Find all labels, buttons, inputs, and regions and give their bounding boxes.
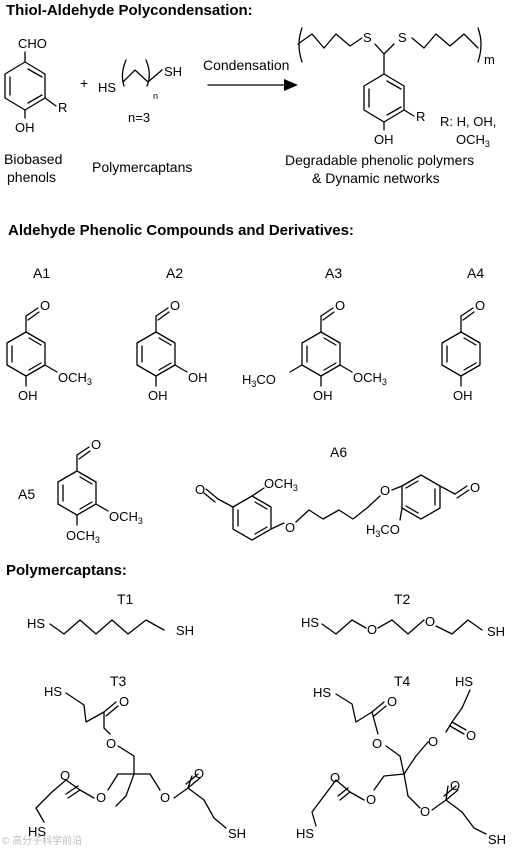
oh-label: OH	[15, 120, 35, 135]
thiol-t4-carbonyl-o-3: O	[330, 770, 340, 785]
thiol-t3-ester-o-right: O	[160, 790, 170, 805]
compound-a3-methoxy-left: H3CO	[242, 372, 276, 389]
thiol-t2-oxygen-1: O	[367, 622, 377, 637]
thiol-t3-carbonyl-o-right: O	[194, 766, 204, 781]
compound-a5-methoxy-para: OCH3	[66, 528, 100, 545]
thiol-t3-carbonyl-o-top: O	[119, 694, 129, 709]
thiol-t1-hs: HS	[27, 616, 45, 631]
thiol-t4-hs-bottom: HS	[296, 826, 314, 841]
thiol-t4-ester-o-2: O	[428, 734, 438, 749]
heading-polycondensation: Thiol-Aldehyde Polycondensation:	[6, 2, 253, 19]
compound-a2-hydroxyl-meta: OH	[188, 370, 208, 385]
thiol-t1-label: T1	[117, 591, 134, 607]
compound-a5-label: A5	[18, 486, 35, 502]
compound-a2-oxygen: O	[170, 298, 180, 313]
thiol-t3-carbonyl-o-left: O	[60, 768, 70, 783]
compound-a4: A4 O OH	[441, 265, 485, 403]
n-value: n=3	[128, 110, 150, 125]
thiol-t4-label: T4	[394, 673, 411, 689]
reaction-arrow: Condensation	[203, 57, 298, 91]
product-name-line2: & Dynamic networks	[312, 170, 440, 186]
reactant1-name-line2: phenols	[7, 169, 56, 185]
thiol-t4-ester-o-1: O	[372, 736, 382, 751]
compound-a1-hydroxyl: OH	[18, 388, 38, 403]
reactant-dithiol: HS n SH n=3	[98, 59, 182, 125]
compound-a6: A6 O OCH3 O O O H3CO	[195, 444, 480, 541]
compound-a6-oxygen-left: O	[195, 482, 205, 497]
thiol-t4-carbonyl-o-1: O	[387, 694, 397, 709]
thiol-t3-ester-o-left: O	[96, 790, 106, 805]
plus-sign: +	[80, 75, 88, 91]
reactant2-name: Polymercaptans	[92, 159, 192, 175]
product-name-line1: Degradable phenolic polymers	[285, 152, 474, 168]
compound-a3: A3 O OCH3 H3CO OH	[242, 265, 387, 403]
thiol-t3-hs-top: HS	[44, 684, 62, 699]
compound-a5-methoxy-meta: OCH3	[109, 509, 143, 526]
r-definition-line2: OCH3	[456, 132, 490, 149]
compound-a3-label: A3	[325, 265, 342, 281]
thiol-t2-sh: SH	[487, 624, 505, 639]
r-label: R	[58, 100, 67, 115]
hs-label: HS	[98, 80, 116, 95]
compound-a5-oxygen: O	[91, 437, 101, 452]
thiol-t4-hs-topright: HS	[455, 674, 473, 689]
thiol-t4-sh: SH	[488, 832, 506, 847]
compound-a5: A5 O OCH3 OCH3	[18, 437, 143, 545]
compound-a6-ether-oxygen-right: O	[380, 483, 390, 498]
compound-a1-oxygen: O	[40, 298, 50, 313]
compound-a2-label: A2	[166, 265, 183, 281]
thiol-t3: T3 HS O O O O HS O O SH	[28, 673, 246, 841]
compound-a2: A2 O OH OH	[136, 265, 208, 403]
thiol-t2-oxygen-2: O	[425, 614, 435, 629]
compound-a1: A1 O OCH3 OH	[6, 265, 92, 403]
compound-a4-hydroxyl: OH	[453, 388, 473, 403]
watermark: © 高分子科学前沿	[2, 836, 83, 847]
thiol-t4-ester-o-3: O	[366, 792, 376, 807]
thiol-t3-hs-bottom: HS	[28, 824, 46, 839]
reactant1-name-line1: Biobased	[4, 151, 62, 167]
thiol-t4-ester-o-4: O	[420, 804, 430, 819]
heading-aldehydes: Aldehyde Phenolic Compounds and Derivati…	[8, 222, 354, 239]
product-r-label: R	[416, 109, 425, 124]
m-subscript: m	[484, 52, 495, 67]
product-oh-label: OH	[374, 132, 394, 147]
sulfur-label-1: S	[363, 30, 372, 45]
sh-label: SH	[164, 64, 182, 79]
compound-a3-hydroxyl: OH	[313, 388, 333, 403]
product-polymer: S S m R OH R: H, OH, OCH3	[297, 27, 496, 149]
thiol-t3-sh: SH	[228, 826, 246, 841]
compound-a1-methoxy: OCH3	[58, 370, 92, 387]
thiol-t4-hs-topleft: HS	[313, 685, 331, 700]
thiol-t3-ester-o-top: O	[106, 736, 116, 751]
compound-a6-methoxy-right: H3CO	[366, 522, 400, 539]
thiol-t1-sh: SH	[176, 623, 194, 638]
thiol-t2: T2 HS O O SH	[301, 591, 505, 639]
heading-polymercaptans: Polymercaptans:	[6, 562, 127, 579]
thiol-t4-carbonyl-o-2: O	[466, 728, 476, 743]
compound-a4-label: A4	[467, 265, 484, 281]
reactant-phenol: CHO R OH	[4, 36, 67, 135]
thiol-t2-hs: HS	[301, 615, 319, 630]
compound-a1-label: A1	[33, 265, 50, 281]
thiol-t2-label: T2	[394, 591, 411, 607]
compound-a6-oxygen-right: O	[470, 480, 480, 495]
arrow-label: Condensation	[203, 57, 289, 73]
sulfur-label-2: S	[398, 30, 407, 45]
r-definition-line1: R: H, OH,	[440, 114, 496, 129]
thiol-t1: T1 HS SH	[27, 591, 194, 638]
compound-a6-ether-oxygen-left: O	[285, 520, 295, 535]
compound-a4-oxygen: O	[475, 298, 485, 313]
compound-a3-methoxy-right: OCH3	[353, 370, 387, 387]
thiol-t4: T4 HS O O HS O O O O HS O O	[296, 673, 506, 847]
compound-a6-methoxy-left: OCH3	[264, 476, 298, 493]
compound-a2-hydroxyl-para: OH	[148, 388, 168, 403]
cho-label: CHO	[18, 36, 47, 51]
compound-a3-oxygen: O	[335, 298, 345, 313]
n-subscript: n	[153, 91, 158, 101]
thiol-t4-carbonyl-o-4: O	[450, 778, 460, 793]
compound-a6-label: A6	[330, 444, 347, 460]
thiol-t3-label: T3	[110, 673, 127, 689]
